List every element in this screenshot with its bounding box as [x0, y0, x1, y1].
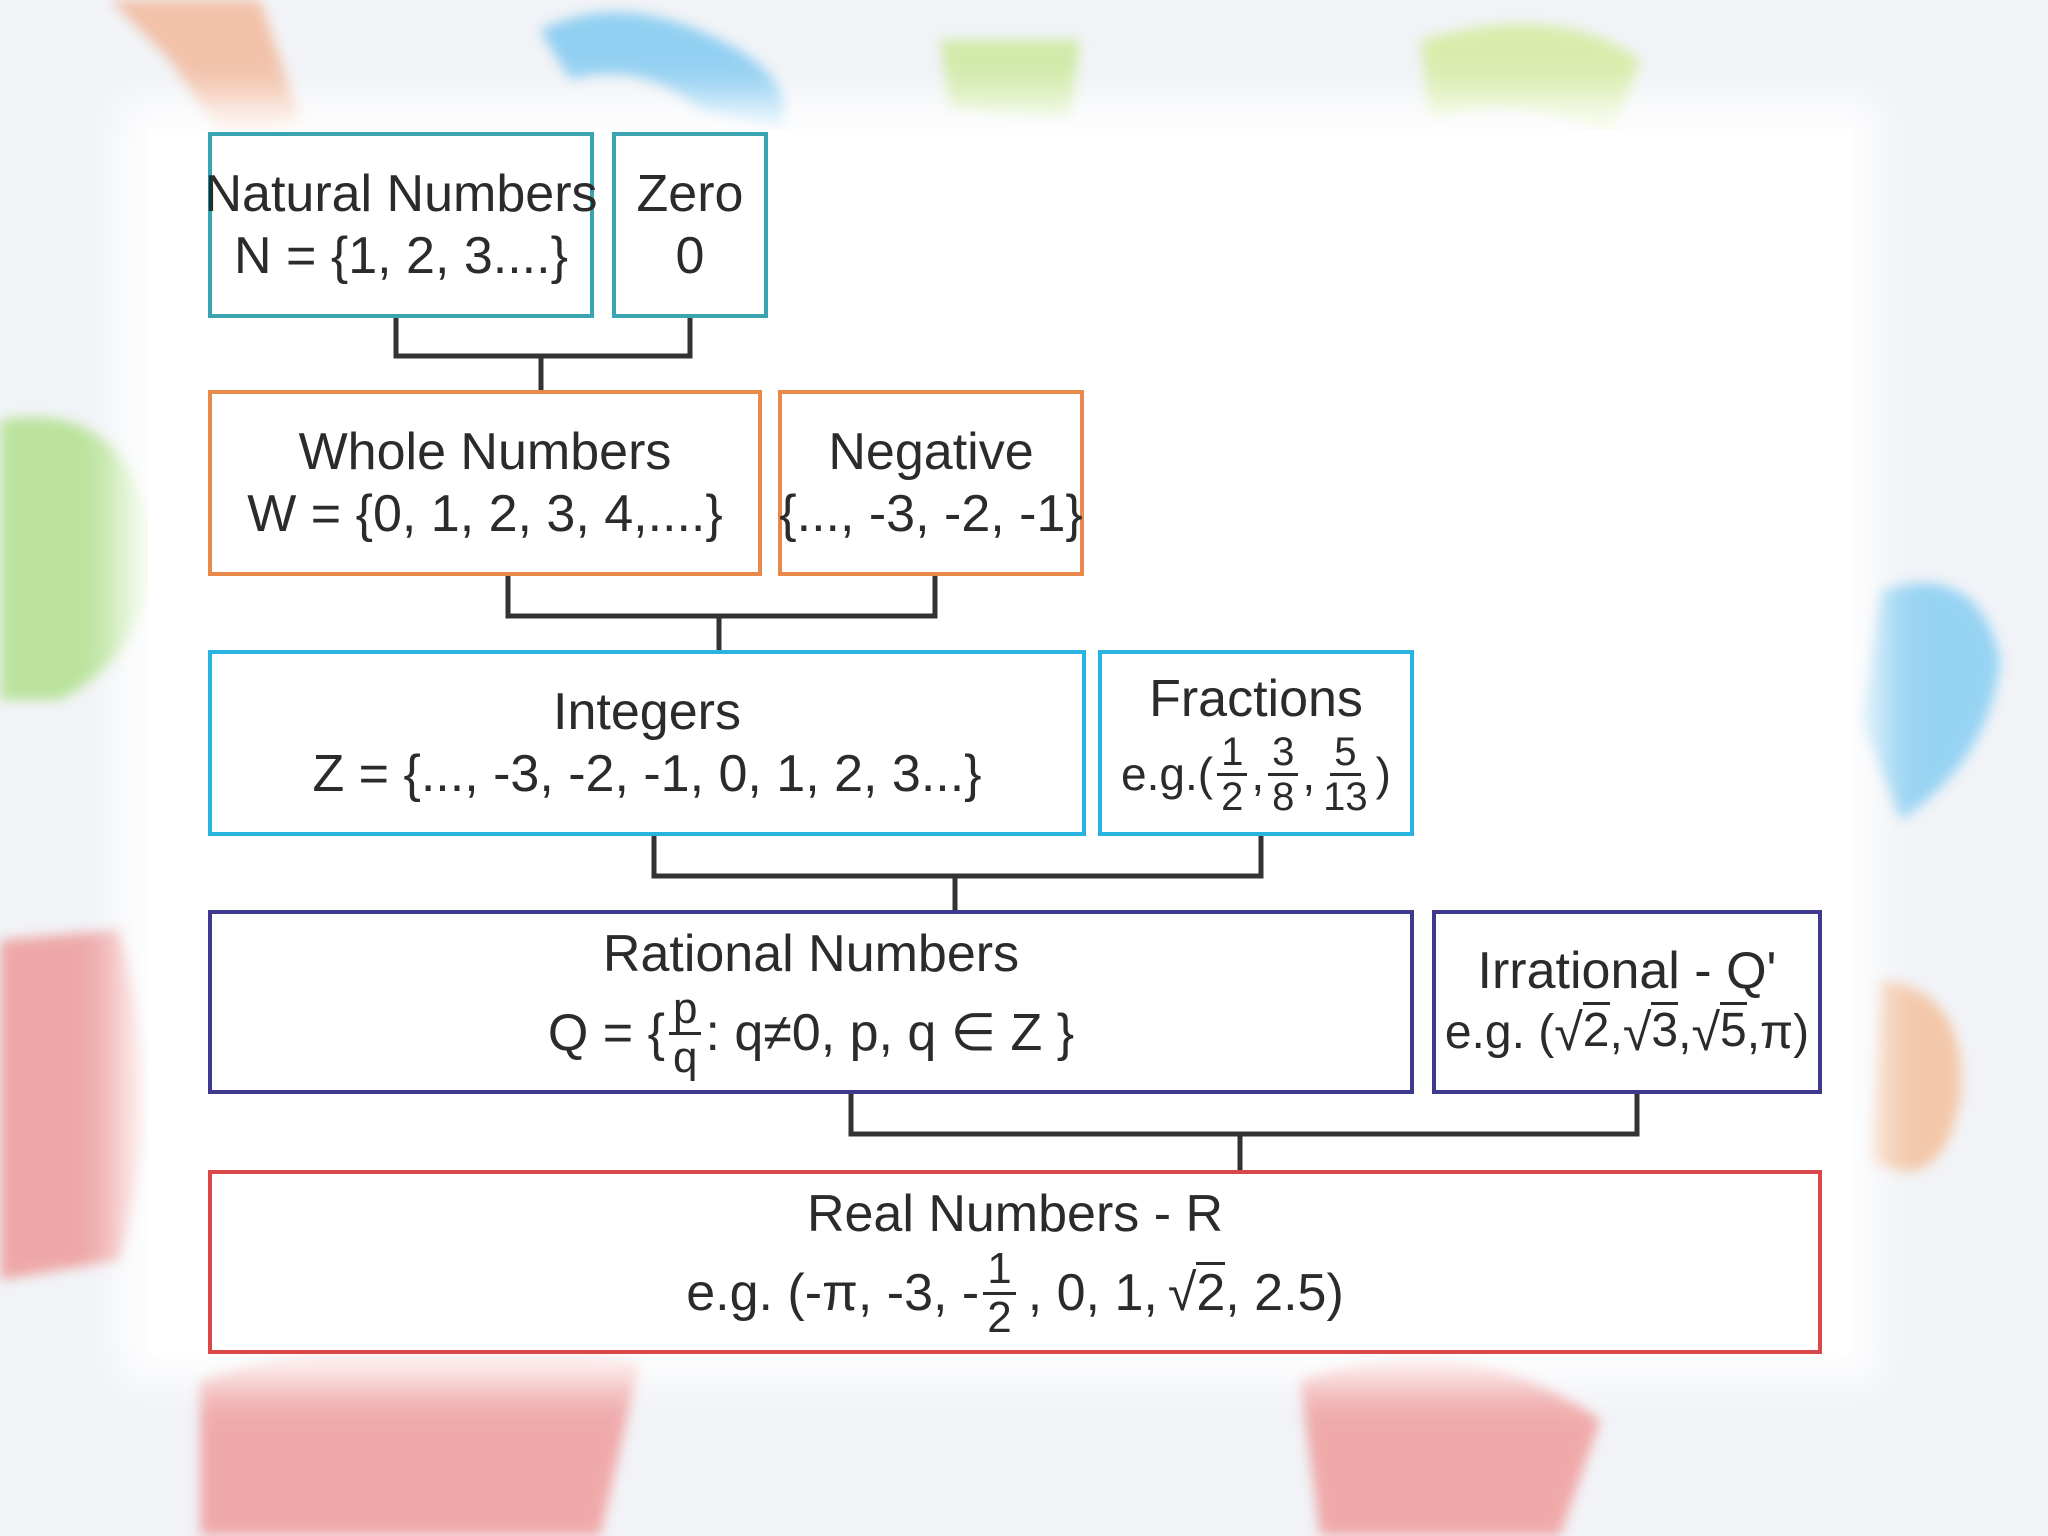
connector-integers-fractions	[651, 836, 1264, 910]
real-half-denominator: 2	[987, 1292, 1012, 1342]
irrational-comma-2: ,	[1678, 1006, 1692, 1060]
connector-whole-negative	[505, 576, 938, 650]
rational-numbers-title: Rational Numbers	[602, 925, 1020, 984]
blue-shape-right	[1860, 583, 2000, 820]
rational-numbers-box: Rational Numbers Q = { p q : q≠0, p, q ∈…	[208, 910, 1414, 1094]
fraction-1-denominator: 2	[1221, 774, 1244, 819]
orange-shape-topleft	[110, 0, 300, 150]
green-shape-topright	[1420, 24, 1640, 140]
integers-box: Integers Z = {..., -3, -2, -1, 0, 1, 2, …	[208, 650, 1086, 836]
irrational-suffix: ,π)	[1746, 1006, 1810, 1060]
connector-rational-irrational	[848, 1094, 1640, 1170]
zero-value: 0	[675, 227, 705, 285]
fractions-title: Fractions	[1149, 670, 1363, 729]
fraction-one-half-real: 1 2	[983, 1245, 1016, 1342]
negative-box: Negative {..., -3, -2, -1}	[778, 390, 1084, 576]
zero-title: Zero	[636, 164, 744, 223]
real-half-numerator: 1	[983, 1245, 1016, 1295]
integers-set: Z = {..., -3, -2, -1, 0, 1, 2, 3...}	[312, 745, 982, 803]
fraction-1-numerator: 1	[1217, 731, 1248, 776]
rational-prefix: Q = {	[547, 1003, 665, 1062]
fraction-3-numerator: 5	[1330, 731, 1361, 776]
sqrt-3: √3	[1622, 1002, 1679, 1062]
irrational-prefix: e.g. (	[1444, 1006, 1555, 1060]
natural-numbers-title: Natural Numbers	[204, 164, 598, 223]
irrational-title: Irrational - Q'	[1477, 941, 1777, 1000]
irrational-box: Irrational - Q' e.g. ( √2 , √3 , √5 ,π)	[1432, 910, 1822, 1094]
sqrt-5-radicand: 5	[1719, 1002, 1747, 1057]
negative-set: {..., -3, -2, -1}	[779, 485, 1083, 543]
connector-natural-zero	[393, 318, 693, 390]
sqrt-3-radicand: 3	[1651, 1002, 1679, 1057]
real-prefix: e.g. (-π, -3, -	[686, 1263, 980, 1322]
natural-numbers-set: N = {1, 2, 3....}	[234, 227, 568, 285]
fraction-2-denominator: 8	[1272, 774, 1295, 819]
whole-numbers-title: Whole Numbers	[298, 422, 672, 481]
fraction-one-half: 1 2	[1217, 731, 1248, 819]
real-numbers-title: Real Numbers - R	[806, 1185, 1224, 1244]
fraction-comma-2: ,	[1302, 747, 1316, 800]
rational-numbers-set: Q = { p q : q≠0, p, q ∈ Z }	[547, 985, 1075, 1082]
blue-shape-top	[540, 12, 784, 130]
sqrt-2-radicand: 2	[1582, 1002, 1610, 1057]
sqrt-2-real-radicand: 2	[1196, 1261, 1226, 1322]
real-middle: , 0, 1,	[1027, 1263, 1158, 1322]
green-shape-left	[0, 417, 154, 700]
negative-title: Negative	[828, 422, 1034, 481]
fraction-five-thirteenths: 5 13	[1319, 731, 1372, 818]
sqrt-2: √2	[1554, 1002, 1610, 1062]
fractions-suffix: )	[1375, 747, 1391, 800]
red-shape-bottom-right	[1300, 1357, 1600, 1536]
fractions-box: Fractions e.g.( 1 2 , 3 8 , 5 13 )	[1098, 650, 1414, 836]
fraction-2-numerator: 3	[1268, 731, 1299, 776]
whole-numbers-box: Whole Numbers W = {0, 1, 2, 3, 4,....}	[208, 390, 762, 576]
rational-condition: : q≠0, p, q ∈ Z }	[705, 1003, 1075, 1062]
fractions-examples: e.g.( 1 2 , 3 8 , 5 13 )	[1121, 731, 1391, 818]
rational-numerator: p	[668, 985, 702, 1035]
integers-title: Integers	[553, 682, 741, 741]
real-numbers-box: Real Numbers - R e.g. (-π, -3, - 1 2 , 0…	[208, 1170, 1822, 1354]
fraction-comma-1: ,	[1251, 747, 1265, 800]
zero-box: Zero 0	[612, 132, 768, 318]
real-numbers-examples: e.g. (-π, -3, - 1 2 , 0, 1, √2 , 2.5)	[686, 1245, 1344, 1342]
irrational-comma-1: ,	[1609, 1006, 1623, 1060]
irrational-examples: e.g. ( √2 , √3 , √5 ,π)	[1445, 1002, 1809, 1064]
rational-denominator: q	[672, 1032, 698, 1082]
natural-numbers-box: Natural Numbers N = {1, 2, 3....}	[204, 132, 598, 318]
sqrt-2-real: √2	[1167, 1261, 1226, 1322]
orange-shape-right	[1870, 980, 1961, 1172]
fraction-3-denominator: 13	[1323, 774, 1368, 819]
fractions-prefix: e.g.(	[1121, 747, 1214, 800]
real-suffix: , 2.5)	[1225, 1263, 1344, 1322]
fraction-three-eighths: 3 8	[1268, 731, 1299, 819]
red-shape-left	[0, 930, 145, 1280]
sqrt-5: √5	[1691, 1002, 1747, 1062]
green-shape-top	[940, 40, 1080, 120]
fraction-p-over-q: p q	[668, 985, 702, 1082]
whole-numbers-set: W = {0, 1, 2, 3, 4,....}	[247, 485, 723, 543]
red-shape-bottom-left	[200, 1334, 640, 1536]
